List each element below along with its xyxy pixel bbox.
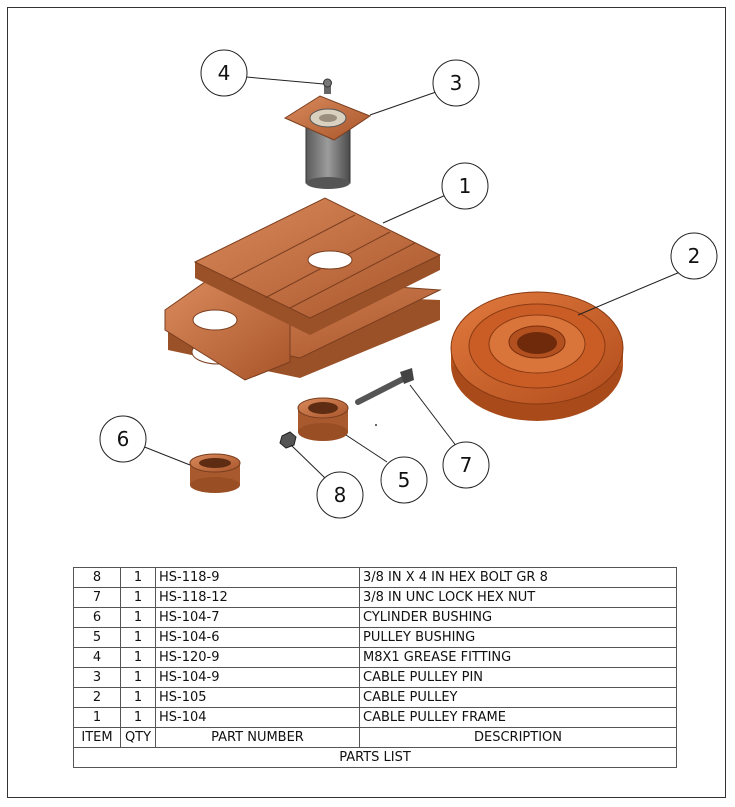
part-number-cell: HS-118-9 bbox=[155, 567, 360, 588]
balloon-3: 3 bbox=[432, 59, 480, 107]
item-cell: 2 bbox=[73, 687, 121, 708]
description-cell: PULLEY BUSHING bbox=[359, 627, 677, 648]
item-cell: 6 bbox=[73, 607, 121, 628]
qty-cell: 1 bbox=[120, 587, 156, 608]
part-cable-pulley-frame bbox=[164, 197, 442, 381]
parts-list-title: PARTS LIST bbox=[73, 747, 677, 768]
part-hex-bolt bbox=[355, 368, 414, 405]
part-number-cell: HS-120-9 bbox=[155, 647, 360, 668]
item-cell: 3 bbox=[73, 667, 121, 688]
balloon-7-label: 7 bbox=[460, 453, 473, 477]
part-number-cell: HS-104-9 bbox=[155, 667, 360, 688]
item-cell: 1 bbox=[73, 707, 121, 728]
exploded-assembly-view: 1 2 3 4 5 6 7 8 bbox=[99, 49, 718, 519]
table-row: 4 1 HS-120-9 M8X1 GREASE FITTING bbox=[73, 647, 677, 668]
table-row: 2 1 HS-105 CABLE PULLEY bbox=[73, 687, 677, 708]
description-cell: 3/8 IN UNC LOCK HEX NUT bbox=[359, 587, 677, 608]
description-cell: CABLE PULLEY FRAME bbox=[359, 707, 677, 728]
balloon-2: 2 bbox=[670, 232, 718, 280]
table-header-row: ITEM QTY PART NUMBER DESCRIPTION bbox=[73, 727, 677, 748]
item-cell: 7 bbox=[73, 587, 121, 608]
description-cell: CYLINDER BUSHING bbox=[359, 607, 677, 628]
balloon-5: 5 bbox=[380, 456, 428, 504]
table-row: 7 1 HS-118-12 3/8 IN UNC LOCK HEX NUT bbox=[73, 587, 677, 608]
table-row: 6 1 HS-104-7 CYLINDER BUSHING bbox=[73, 607, 677, 628]
part-number-cell: HS-104-6 bbox=[155, 627, 360, 648]
balloon-1: 1 bbox=[441, 162, 489, 210]
part-lock-hex-nut bbox=[279, 431, 297, 449]
qty-cell: 1 bbox=[120, 567, 156, 588]
qty-cell: 1 bbox=[120, 627, 156, 648]
item-header: ITEM bbox=[73, 727, 121, 748]
item-cell: 5 bbox=[73, 627, 121, 648]
balloon-6-label: 6 bbox=[117, 427, 130, 451]
balloon-8: 8 bbox=[316, 471, 364, 519]
sheet-border bbox=[7, 7, 726, 798]
description-cell: CABLE PULLEY PIN bbox=[359, 667, 677, 688]
leader-lines bbox=[141, 76, 681, 479]
part-cable-pulley bbox=[450, 291, 624, 421]
balloon-8-label: 8 bbox=[334, 483, 347, 507]
item-cell: 4 bbox=[73, 647, 121, 668]
table-row: 8 1 HS-118-9 3/8 IN X 4 IN HEX BOLT GR 8 bbox=[73, 567, 677, 588]
qty-cell: 1 bbox=[120, 667, 156, 688]
balloon-4: 4 bbox=[200, 49, 248, 97]
stray-dot bbox=[375, 424, 377, 426]
table-row: 1 1 HS-104 CABLE PULLEY FRAME bbox=[73, 707, 677, 728]
part-number-cell: HS-118-12 bbox=[155, 587, 360, 608]
part-number-header: PART NUMBER bbox=[155, 727, 360, 748]
description-header: DESCRIPTION bbox=[359, 727, 677, 748]
balloon-4-label: 4 bbox=[218, 61, 231, 85]
part-number-cell: HS-104-7 bbox=[155, 607, 360, 628]
balloon-3-label: 3 bbox=[450, 71, 463, 95]
part-grease-fitting bbox=[323, 78, 332, 94]
balloon-7: 7 bbox=[442, 441, 490, 489]
description-cell: CABLE PULLEY bbox=[359, 687, 677, 708]
part-cylinder-bushing bbox=[189, 453, 241, 493]
part-pulley-bushing bbox=[297, 397, 349, 441]
balloon-6: 6 bbox=[99, 415, 147, 463]
description-cell: 3/8 IN X 4 IN HEX BOLT GR 8 bbox=[359, 567, 677, 588]
qty-cell: 1 bbox=[120, 647, 156, 668]
qty-cell: 1 bbox=[120, 687, 156, 708]
part-number-cell: HS-104 bbox=[155, 707, 360, 728]
table-title-row: PARTS LIST bbox=[73, 747, 677, 768]
balloon-2-label: 2 bbox=[688, 244, 701, 268]
balloon-5-label: 5 bbox=[398, 468, 411, 492]
table-row: 3 1 HS-104-9 CABLE PULLEY PIN bbox=[73, 667, 677, 688]
qty-cell: 1 bbox=[120, 707, 156, 728]
part-number-cell: HS-105 bbox=[155, 687, 360, 708]
qty-header: QTY bbox=[120, 727, 156, 748]
part-cable-pulley-pin bbox=[283, 95, 372, 189]
table-row: 5 1 HS-104-6 PULLEY BUSHING bbox=[73, 627, 677, 648]
parts-list-table: 8 1 HS-118-9 3/8 IN X 4 IN HEX BOLT GR 8… bbox=[73, 567, 677, 768]
item-cell: 8 bbox=[73, 567, 121, 588]
qty-cell: 1 bbox=[120, 607, 156, 628]
balloon-1-label: 1 bbox=[459, 174, 472, 198]
description-cell: M8X1 GREASE FITTING bbox=[359, 647, 677, 668]
